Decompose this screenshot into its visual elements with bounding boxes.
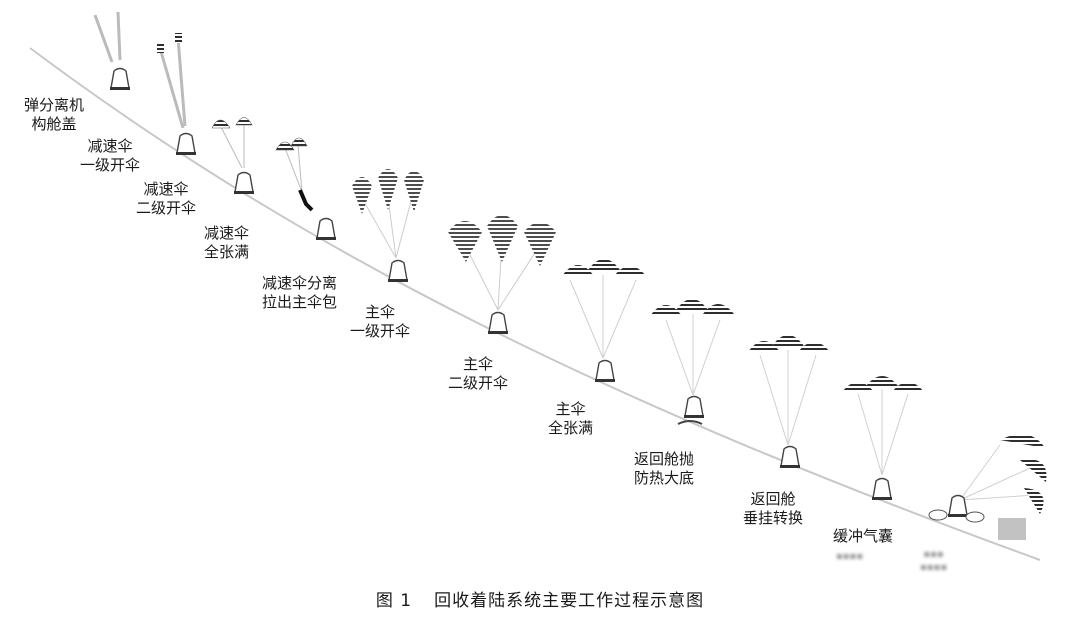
blurred-label: ▪▪▪▪ [836, 551, 864, 562]
main-chute-pack [298, 189, 314, 212]
cover-trail-1 [93, 14, 114, 63]
drogue-trail-1 [158, 47, 185, 129]
main-canopy [772, 335, 804, 346]
stage-label-cover-ejection: 弹分离机构舱盖 [24, 96, 85, 133]
main-canopy [378, 169, 398, 210]
descent-trajectory [29, 47, 1041, 561]
main-canopy [842, 382, 874, 392]
ground-site [998, 518, 1026, 540]
main-canopy [524, 222, 556, 266]
main-canopy [562, 265, 594, 276]
figure-title: 回收着陆系统主要工作过程示意图 [434, 591, 705, 611]
stage5-main-first [352, 169, 424, 282]
drogue-trail-2 [176, 37, 187, 127]
capsule [234, 171, 254, 194]
main-canopy [1024, 488, 1044, 514]
drogue-canopy [211, 119, 231, 129]
stage-label-main-full: 主伞全张满 [548, 400, 594, 437]
figure-number: 图 1 [375, 591, 413, 611]
airbag [928, 509, 948, 521]
main-canopy [748, 341, 780, 352]
capsule [176, 132, 196, 155]
capsule [872, 477, 892, 500]
stage-label-heat-shield: 返回舱抛防热大底 [634, 450, 695, 487]
heat-shield [677, 420, 703, 425]
drogue-canopy [275, 141, 295, 151]
main-canopy [866, 376, 898, 386]
cover-trail-2 [116, 11, 122, 61]
stage-label-drogue-separation: 减速伞分离拉出主伞包 [262, 274, 338, 311]
stage7-main-full [562, 259, 646, 382]
stage-label-main-second: 主伞二级开伞 [448, 355, 509, 392]
airbag [965, 511, 985, 523]
stage-label-drogue-full: 减速伞全张满 [204, 224, 250, 261]
stage1-cover-ejection [93, 11, 130, 90]
main-canopy [352, 177, 372, 214]
drogue-canopy [290, 137, 308, 147]
capsule [595, 359, 615, 382]
main-canopy [676, 299, 708, 310]
capsule [388, 259, 408, 282]
drogue-canopy [235, 117, 253, 126]
capsule [948, 494, 968, 517]
capsule [316, 217, 336, 240]
stage10-airbags [842, 376, 924, 500]
stage2-drogue-first [157, 33, 196, 155]
main-canopy [448, 221, 482, 262]
capsule [780, 445, 800, 468]
stage9-hang-transition [748, 335, 830, 468]
main-canopy [487, 215, 518, 262]
stage-label-drogue-first: 减速伞一级开伞 [80, 137, 141, 174]
figure-caption: 图 1 回收着陆系统主要工作过程示意图 [0, 586, 1080, 611]
blurred-label: ▪▪▪▪▪▪▪ [920, 549, 948, 573]
stage-label-airbags: 缓冲气囊 [833, 527, 894, 545]
stage-label-drogue-second: 减速伞二级开伞 [136, 180, 197, 217]
capsule [684, 395, 704, 418]
main-canopy [404, 171, 424, 212]
main-canopy [798, 342, 830, 352]
stage4-drogue-full [275, 137, 336, 240]
stage8-heat-shield [650, 299, 734, 425]
main-canopy [588, 259, 620, 270]
main-canopy [650, 305, 682, 316]
capsule [110, 67, 130, 90]
main-canopy [892, 382, 924, 392]
stage-label-hang-transition: 返回舱垂挂转换 [743, 490, 804, 527]
main-canopy [703, 304, 734, 314]
capsule [488, 311, 508, 334]
stage3-drogue-second [211, 117, 254, 194]
main-canopy [1000, 434, 1045, 448]
main-canopy [1020, 459, 1047, 482]
stage-label-main-first: 主伞一级开伞 [350, 303, 411, 340]
stage11-touchdown [928, 434, 1047, 540]
main-canopy [614, 266, 646, 276]
stage6-main-second [448, 215, 556, 334]
